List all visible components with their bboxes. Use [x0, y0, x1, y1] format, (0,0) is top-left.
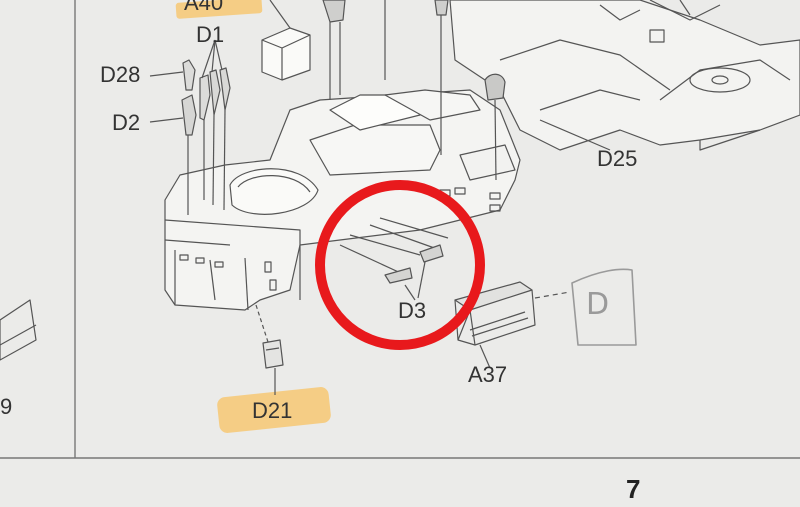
part-a40	[261, 27, 311, 81]
part-d21	[262, 339, 284, 369]
upper-deck	[449, 0, 800, 151]
label-d21: D21	[252, 398, 293, 423]
label-a40: A40	[184, 0, 224, 15]
parts-d1-d2-d28	[149, 39, 231, 215]
deck-structure	[164, 89, 521, 311]
page-number: 7	[626, 474, 641, 504]
label-d28: D28	[100, 62, 141, 87]
handwritten-note-box	[571, 268, 637, 346]
label-d25: D25	[597, 146, 638, 171]
label-d3: D3	[398, 298, 427, 323]
parts-d3	[339, 217, 449, 301]
label-d1: D1	[196, 22, 225, 47]
part-d25	[484, 73, 506, 101]
red-circle-annotation	[315, 180, 485, 350]
label-d2: D2	[112, 110, 141, 135]
label-left-cut: 9	[0, 394, 13, 419]
label-a37: A37	[468, 362, 508, 387]
handwritten-note: D	[586, 287, 610, 322]
partial-part-left	[0, 299, 37, 361]
